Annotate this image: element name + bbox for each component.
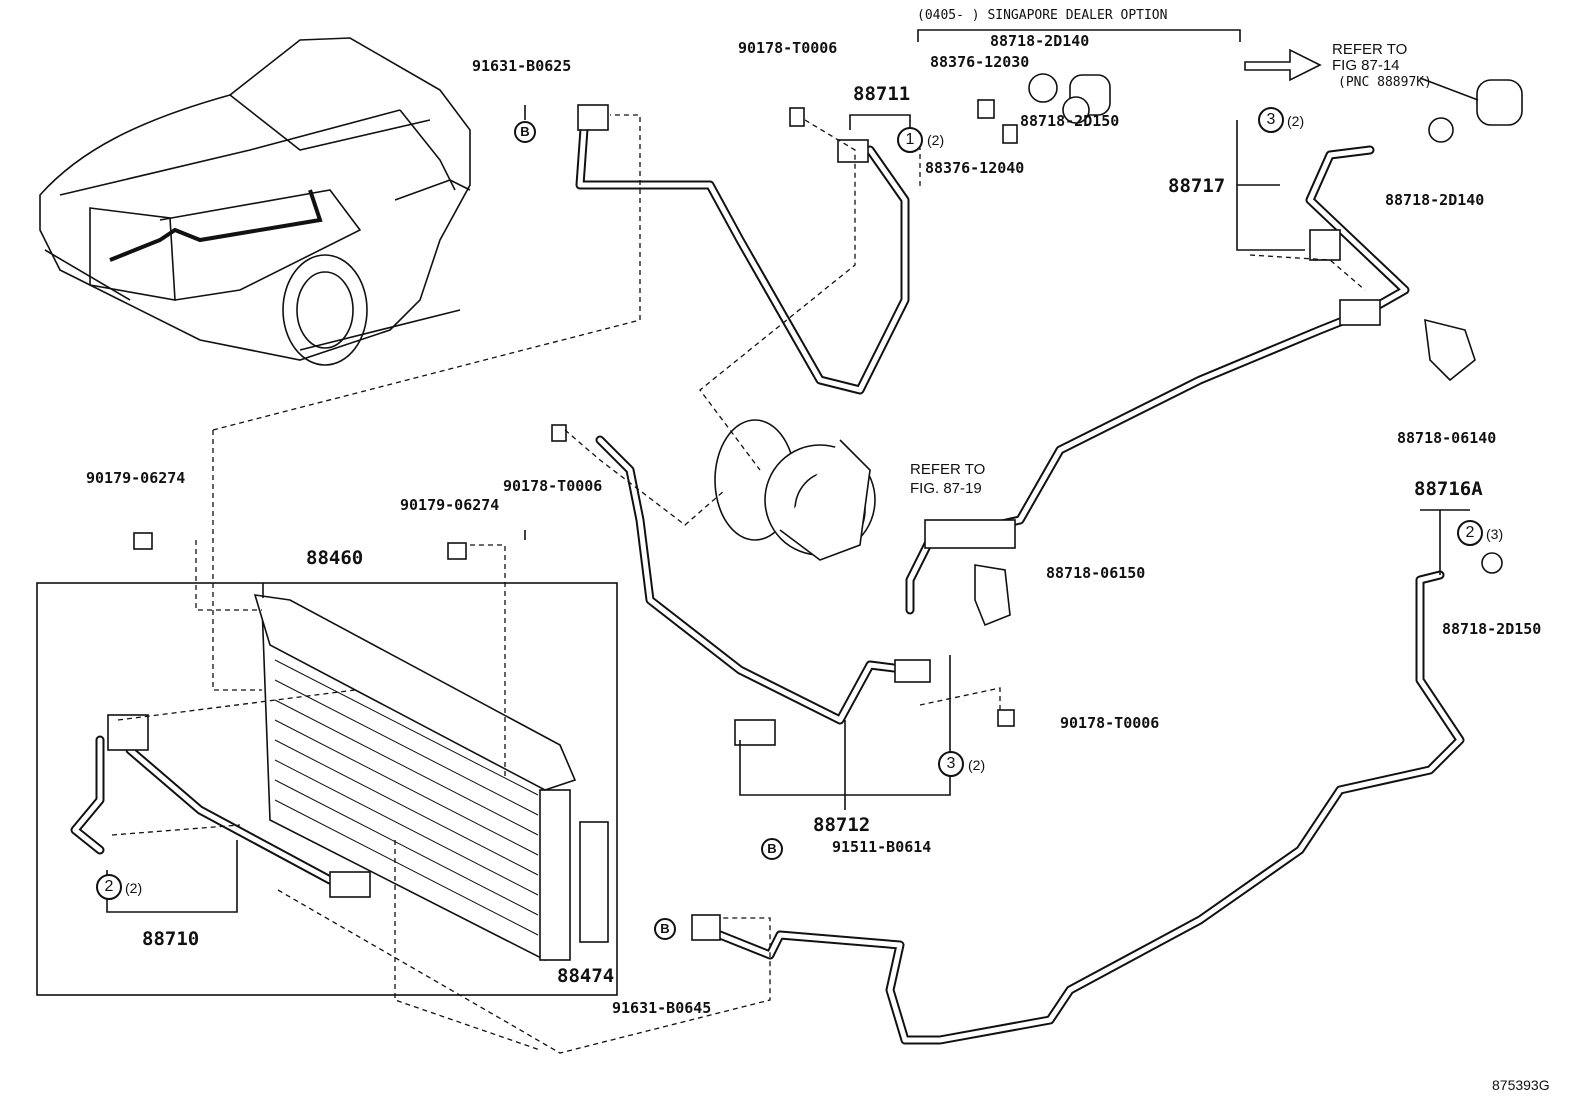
callout-b-mid[interactable]: B [761, 838, 783, 860]
refer-label-a: REFER TO [1332, 41, 1408, 58]
callout-b-low[interactable]: B [654, 918, 676, 940]
callout-2-right[interactable]: 2 [1457, 520, 1483, 546]
part-number-90178-t0006-low[interactable]: 90178-T0006 [1060, 714, 1160, 732]
part-number-88710[interactable]: 88710 [142, 928, 200, 950]
callout-1[interactable]: 1 [897, 127, 923, 153]
part-number-90179-06274-left[interactable]: 90179-06274 [86, 469, 186, 487]
part-number-88376-12040[interactable]: 88376-12040 [925, 159, 1025, 177]
callout-3-top-qty: (2) [1287, 113, 1305, 129]
compressor [714, 419, 876, 561]
part-number-88711[interactable]: 88711 [853, 83, 911, 105]
part-number-91631-b0645[interactable]: 91631-B0645 [612, 999, 712, 1017]
dealer-option-label: (0405- ) SINGAPORE DEALER OPTION [917, 8, 1168, 23]
part-number-88718-2d150-right[interactable]: 88718-2D150 [1442, 620, 1542, 638]
figure-code: 875393G [1492, 1077, 1550, 1093]
part-number-88717[interactable]: 88717 [1168, 175, 1226, 197]
condenser-box [36, 582, 618, 996]
part-number-88718-2d140-top[interactable]: 88718-2D140 [990, 32, 1090, 50]
part-number-91511-b0614[interactable]: 91511-B0614 [832, 838, 932, 856]
car-illustration [39, 37, 471, 366]
callout-3-mid-qty: (2) [968, 757, 986, 773]
part-number-91631-b0625[interactable]: 91631-B0625 [472, 57, 572, 75]
callout-2-left[interactable]: 2 [96, 874, 122, 900]
refer-link-fig-87-19[interactable]: FIG. 87-19 [910, 480, 982, 497]
part-number-88376-12030[interactable]: 88376-12030 [930, 53, 1030, 71]
callout-3-mid[interactable]: 3 [938, 751, 964, 777]
part-number-88718-2d150-top[interactable]: 88718-2D150 [1020, 112, 1120, 130]
part-number-88712[interactable]: 88712 [813, 814, 871, 836]
part-number-88718-06140[interactable]: 88718-06140 [1397, 429, 1497, 447]
part-number-88460[interactable]: 88460 [306, 547, 364, 569]
part-number-88718-06150[interactable]: 88718-06150 [1046, 564, 1146, 582]
part-number-90178-t0006-top[interactable]: 90178-T0006 [738, 39, 838, 57]
callout-1-qty: (2) [927, 132, 945, 148]
part-number-88716a[interactable]: 88716A [1414, 478, 1483, 500]
part-number-90179-06274-mid[interactable]: 90179-06274 [400, 496, 500, 514]
callout-2-left-qty: (2) [125, 880, 143, 896]
callout-3-top[interactable]: 3 [1258, 107, 1284, 133]
callout-b-top[interactable]: B [514, 121, 536, 143]
part-number-88718-2d140-right[interactable]: 88718-2D140 [1385, 191, 1485, 209]
refer-pnc-label: (PNC 88897K) [1338, 75, 1432, 90]
refer-label-b: REFER TO [910, 461, 986, 478]
callout-2-right-qty: (3) [1486, 526, 1504, 542]
part-number-88474[interactable]: 88474 [557, 965, 615, 987]
refer-link-fig-87-14[interactable]: FIG 87-14 [1332, 57, 1400, 74]
condenser [253, 594, 609, 962]
part-number-90178-t0006-mid[interactable]: 90178-T0006 [503, 477, 603, 495]
